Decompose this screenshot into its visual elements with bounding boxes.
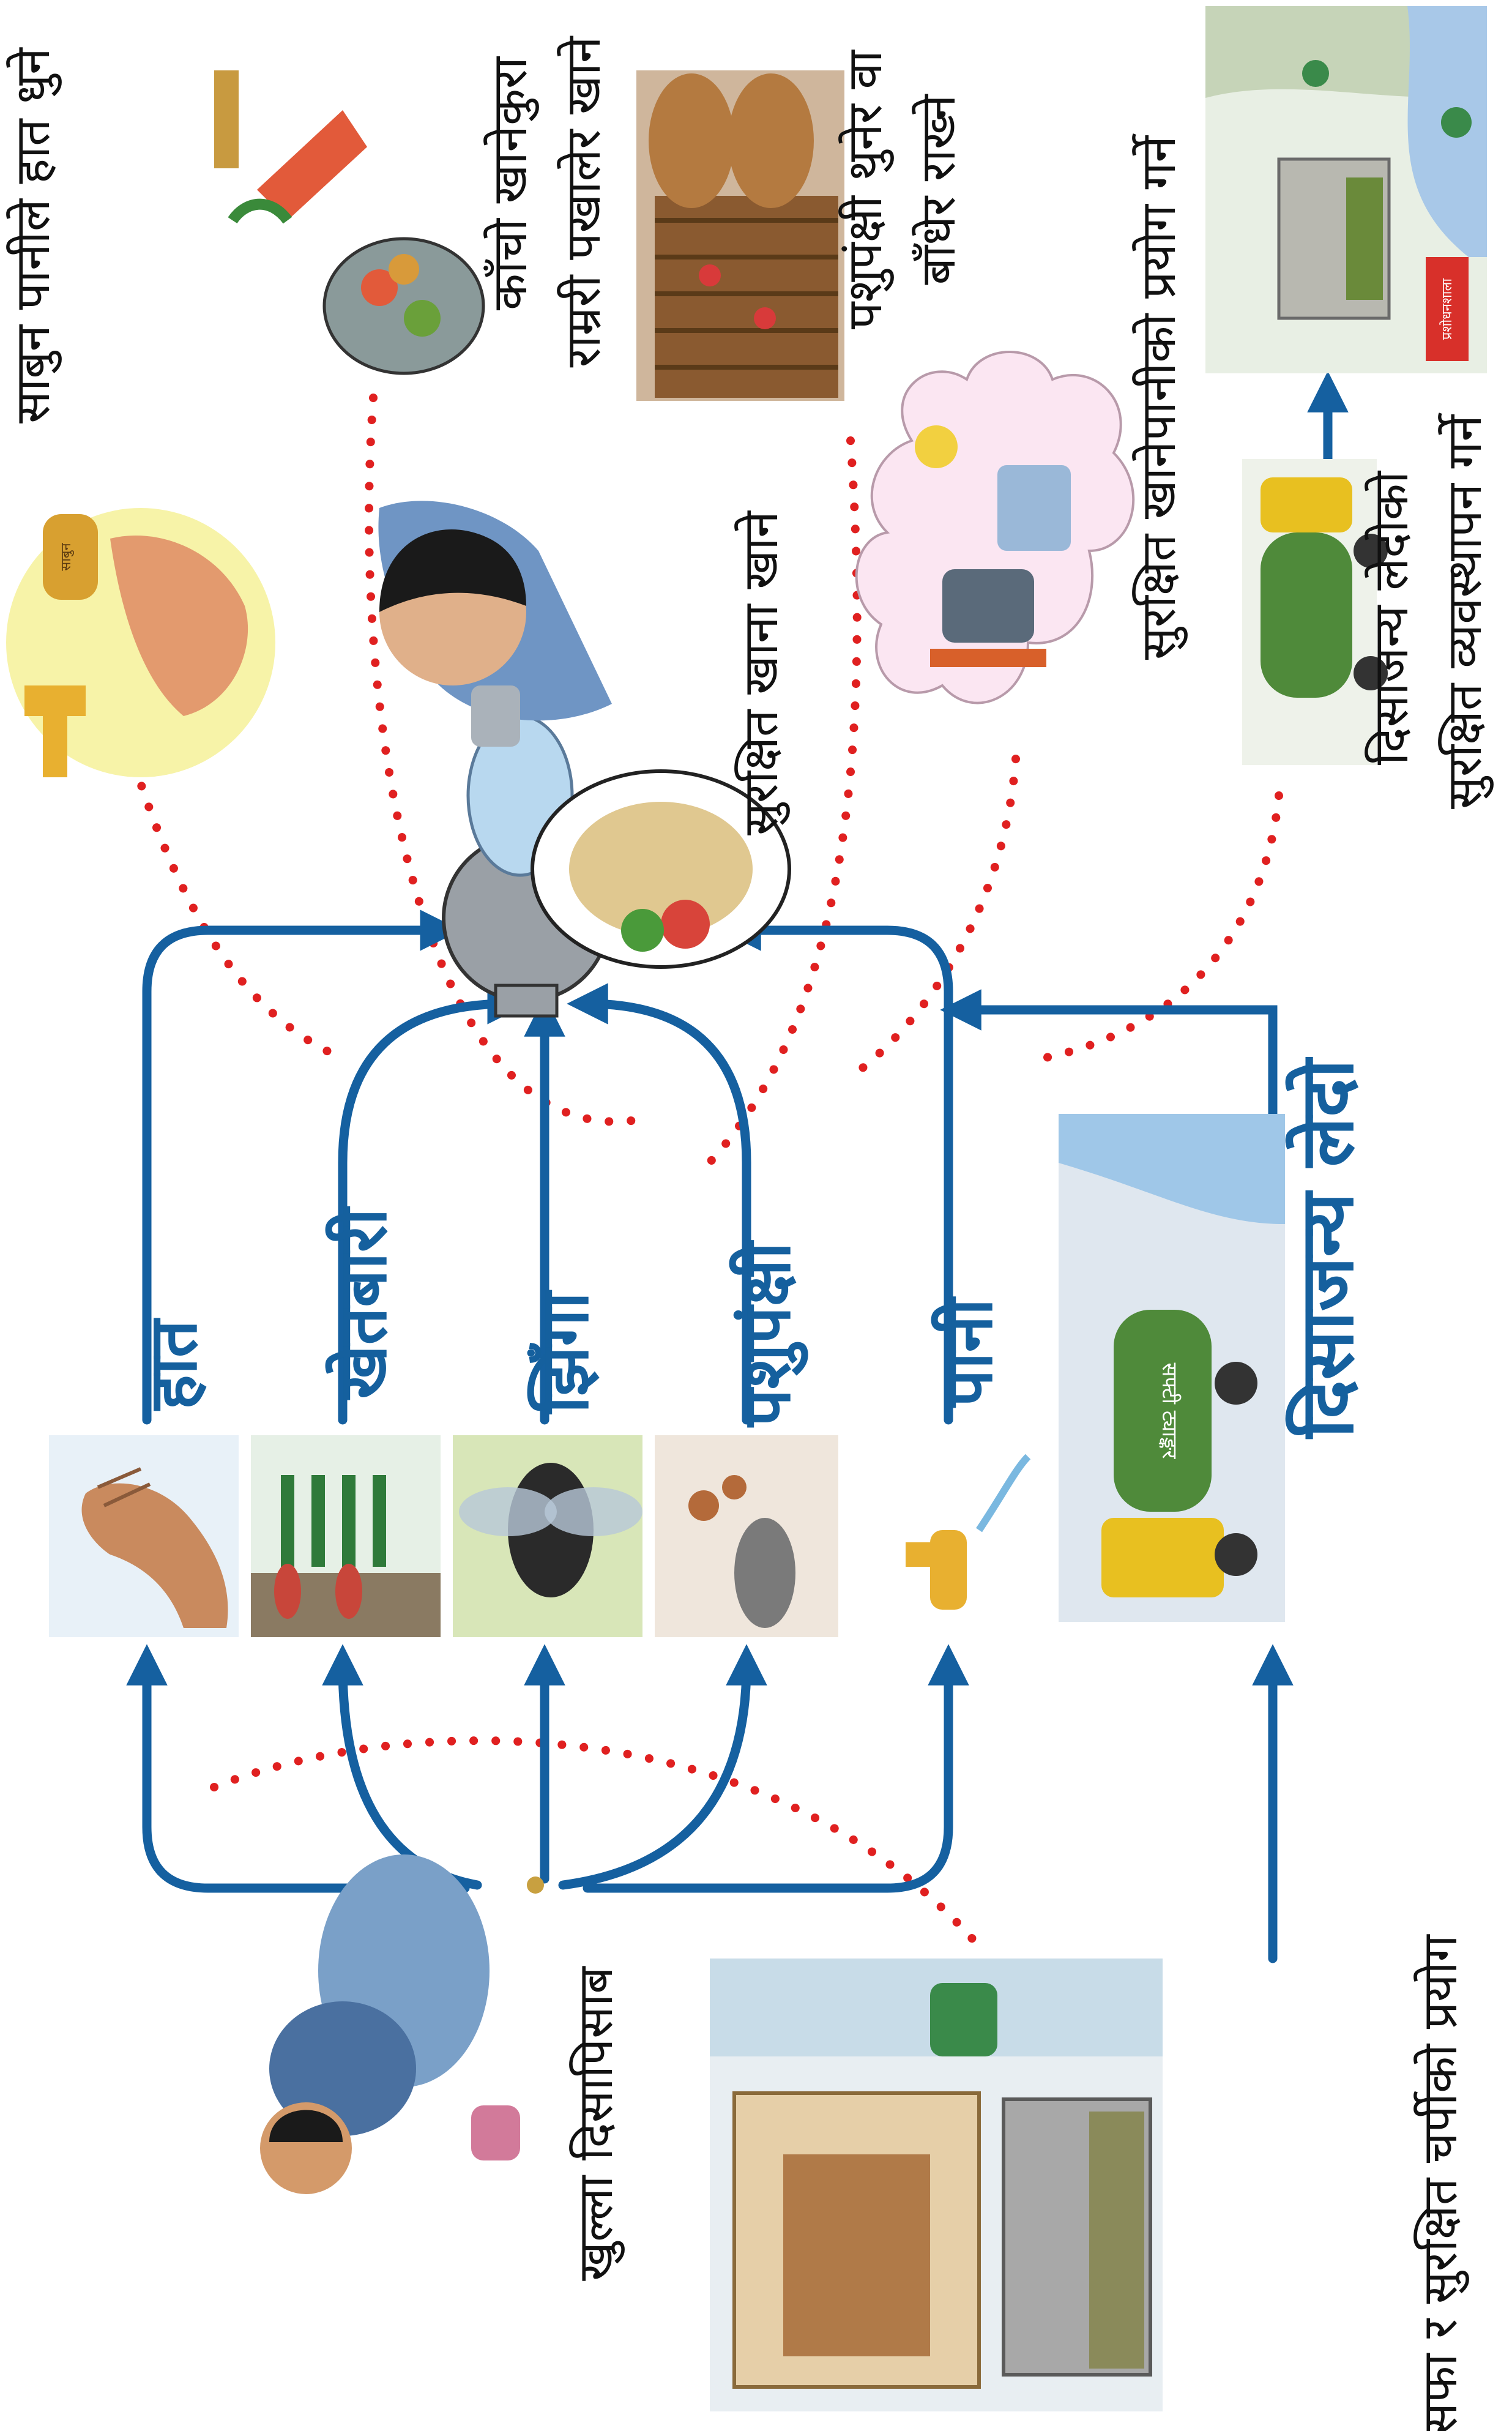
water-pipe-icon	[214, 70, 239, 168]
dog-icon	[734, 1518, 795, 1628]
barrier-line-handwash	[130, 761, 335, 1057]
washing-hands-icon	[110, 535, 248, 716]
arrow-source-to-fields	[322, 1644, 482, 1890]
open-defecation-caption: खुल्ला दिसापिसाब	[568, 1966, 625, 2281]
barrier-line-vegetables	[365, 394, 641, 1126]
goat-icon	[649, 73, 734, 208]
livestock-illustration	[636, 70, 844, 401]
water-tank-icon	[930, 1983, 997, 2056]
water-filter-icon	[997, 465, 1071, 551]
arrow-hands-to-food	[142, 909, 461, 1425]
barrier-caption-sludge-line1: दिसाजन्य लेदोको	[1364, 470, 1419, 765]
barrier-line-livestock	[693, 436, 862, 1179]
vector-label-sludge: दिसाजन्य लेदो	[1285, 1057, 1370, 1440]
feces-icon	[527, 1876, 544, 1894]
barrier-caption-livestock-line1: पशुपंक्षी थुनेर वा	[838, 49, 894, 329]
vector-label-water: पानी	[931, 1296, 1007, 1408]
transmission-arrows	[126, 371, 1349, 1963]
cup-icon	[471, 685, 520, 747]
treatment-plant-illustration: प्रशोधनशाला	[1205, 6, 1487, 373]
barrier-lines	[130, 394, 1283, 1951]
arrow-source-to-animals	[558, 1644, 767, 1890]
barrier-caption-safe-food: सुरक्षित खाना खाने	[734, 510, 790, 835]
arrow-source-to-water	[583, 1644, 969, 1893]
safe-water-illustration	[855, 351, 1135, 704]
latrine-door	[783, 2154, 930, 2356]
arrow-source-to-hands	[126, 1644, 470, 1893]
barrier-line-toilet	[210, 1736, 983, 1951]
boiling-pot-icon	[942, 569, 1034, 643]
barrier-caption-livestock-line2: बाँधेर राख्ने	[911, 94, 966, 285]
food-illustration	[442, 714, 791, 1018]
fence-icon	[655, 196, 838, 398]
toilet-illustration	[710, 1959, 1163, 2411]
vegetable-wash-illustration	[214, 70, 485, 375]
tanker-truck-icon: सफ्टी ट्याङ्कर	[1101, 1310, 1257, 1597]
barrier-caption-toilet: सफा र सुरक्षित चर्पीको प्रयोग	[1413, 1934, 1469, 2431]
soap-icon	[43, 514, 98, 600]
vector-animals-image	[655, 1435, 838, 1637]
chicken-icon	[688, 1490, 719, 1521]
soap-label: साबुन	[59, 543, 74, 571]
radish-icons	[274, 1475, 386, 1619]
arrow-fields-to-food	[338, 983, 529, 1425]
barrier-caption-vegetables-line2: राम्ररी पखालेर खाने	[556, 35, 611, 368]
open-defecation-illustration	[260, 1854, 544, 2194]
barrier-caption-safe-water: सुरक्षित खानेपानीको प्रयोग गर्ने	[1131, 133, 1188, 660]
barrier-caption-livestock: पशुपंक्षी थुनेर वा बाँधेर राख्ने	[838, 49, 966, 329]
vector-fields-image	[251, 1435, 441, 1637]
vector-label-hands: हात	[135, 1318, 212, 1411]
carrot-icon	[257, 110, 367, 220]
vector-label-flies: झिँगा	[527, 1290, 603, 1414]
arrow-water-to-food	[720, 909, 953, 1425]
vector-sludge-image: सफ्टी ट्याङ्कर	[1059, 1114, 1285, 1622]
barrier-caption-vegetables-line1: काँचो खानेकुरा	[483, 56, 539, 310]
barrier-caption-sludge-line2: सुरक्षित व्यवस्थापन गर्ने	[1437, 413, 1494, 809]
barrier-line-safe-water	[846, 755, 1020, 1081]
sun-icon	[915, 425, 958, 468]
water-pot-icon	[471, 2105, 520, 2160]
tanker-label: सफ्टी ट्याङ्कर	[1157, 1362, 1182, 1459]
barrier-caption-handwash: साबुन पानीले हात धुने	[6, 47, 62, 424]
arrow-animals-to-food	[567, 983, 751, 1425]
vector-water-image	[854, 1435, 1043, 1637]
treatment-plant-sign	[1426, 257, 1469, 361]
tap-icon	[906, 1454, 1031, 1610]
sludge-tanker-icon	[1261, 532, 1352, 698]
vector-label-animals: पशुपंक्षी	[729, 1239, 808, 1428]
vector-label-fields: खेतबारी	[325, 1206, 401, 1400]
barrier-caption-vegetables: काँचो खानेकुरा राम्ररी पखालेर खाने	[483, 35, 611, 368]
arrow-sludge-to-food	[940, 989, 1278, 1119]
treatment-plant-sign-label: प्रशोधनशाला	[1439, 278, 1455, 340]
sludge-truck-illustration	[1242, 459, 1388, 765]
barrier-caption-sludge: दिसाजन्य लेदोको सुरक्षित व्यवस्थापन गर्न…	[1364, 413, 1494, 809]
vector-labels: हात खेतबारी झिँगा पशुपंक्षी पानी दिसाजन्…	[135, 1057, 1370, 1440]
safe-food-illustration	[378, 501, 612, 747]
barrier-line-sludge	[1036, 791, 1283, 1063]
vector-flies-image	[453, 1435, 642, 1637]
handwash-illustration: साबुन	[6, 508, 275, 777]
vegetable-basket-icon	[322, 237, 485, 375]
vector-hands-image	[49, 1435, 239, 1637]
tap-icon	[24, 685, 86, 777]
